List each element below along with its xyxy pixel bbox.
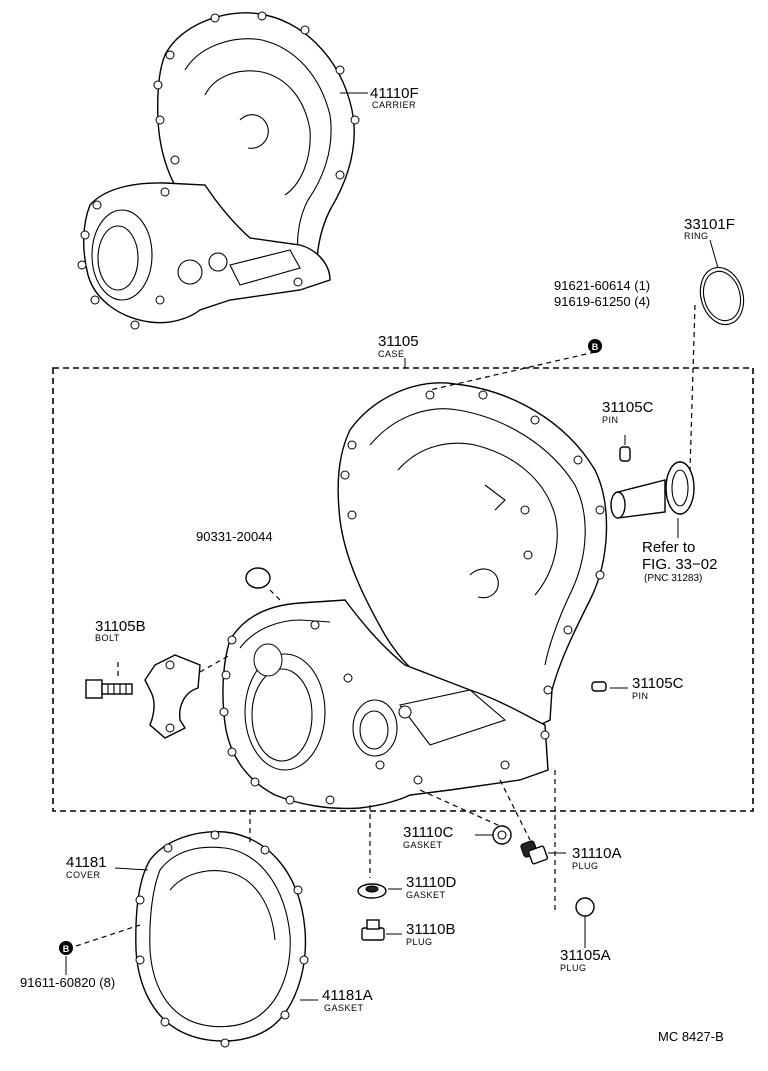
- figure-code: MC 8427-B: [658, 1029, 724, 1044]
- label-bolt: 31105B BOLT: [95, 618, 146, 643]
- part-number: 31105A: [560, 947, 611, 964]
- part-description: GASKET: [406, 890, 446, 900]
- label-pin-top: 31105C PIN: [602, 399, 654, 425]
- refer-line-2: FIG. 33−02: [642, 556, 717, 573]
- part-description: RING: [684, 231, 709, 241]
- refer-line-3: (PNC 31283): [644, 573, 702, 584]
- part-number: 41181A: [322, 987, 373, 1004]
- part-number: 31110D: [406, 874, 456, 891]
- part-number: 33101F: [684, 216, 735, 233]
- part-description: CASE: [378, 349, 405, 359]
- label-plug-b: 31110B PLUG: [406, 921, 456, 947]
- part-number: 41181: [66, 854, 107, 871]
- part-number: 31110C: [403, 824, 453, 841]
- part-number: 41110F: [370, 85, 419, 102]
- label-cover: 41181 COVER: [66, 854, 107, 880]
- part-description: CARRIER: [372, 100, 416, 110]
- svg-text:B: B: [63, 944, 70, 954]
- label-refer: Refer to FIG. 33−02 (PNC 31283): [642, 539, 717, 584]
- leader-lines: [65, 92, 696, 1001]
- bolt-ref-line-2: 91619-61250 (4): [554, 294, 650, 309]
- plug-31110b-illustration: [361, 919, 385, 941]
- svg-text:B: B: [592, 342, 599, 352]
- part-description: PLUG: [406, 937, 433, 947]
- label-pin-right: 31105C PIN: [632, 675, 684, 701]
- label-case: 31105 CASE: [378, 333, 419, 359]
- label-gasket-181a: 41181A GASKET: [322, 987, 373, 1013]
- pin-right-illustration: [591, 681, 607, 692]
- cover-illustration: [135, 830, 309, 1048]
- label-carrier: 41110F CARRIER: [370, 85, 419, 110]
- plug-90331-illustration: [245, 567, 271, 589]
- part-number: 31105: [378, 333, 419, 350]
- part-description: PLUG: [572, 861, 599, 871]
- part-description: BOLT: [95, 633, 120, 643]
- part-number: 31105B: [95, 618, 146, 635]
- marker-b-top: B: [588, 339, 602, 353]
- ring-illustration: [699, 266, 745, 326]
- case-illustration: [219, 382, 608, 810]
- plug-31105a-illustration: [575, 897, 595, 917]
- part-description: PIN: [632, 691, 649, 701]
- part-description: PIN: [602, 415, 619, 425]
- label-plug-105a: 31105A PLUG: [560, 947, 611, 973]
- gasket-31110d-illustration: [357, 883, 387, 899]
- part-description: PLUG: [560, 963, 587, 973]
- case-group-frame: [52, 367, 754, 812]
- bearing-cap-illustration: [144, 654, 201, 739]
- part-number: 31110A: [572, 845, 622, 862]
- oil-seal-illustration: [610, 461, 695, 519]
- label-ring: 33101F RING: [684, 216, 735, 241]
- pin-top-illustration: [619, 446, 631, 462]
- label-cover-bolt: 91611-60820 (8): [20, 975, 115, 990]
- bolt-illustration: [85, 679, 133, 699]
- part-number: 31105C: [632, 675, 684, 692]
- part-description: COVER: [66, 870, 101, 880]
- part-number: 90331-20044: [196, 529, 273, 544]
- part-number: 31105C: [602, 399, 654, 416]
- part-description: GASKET: [324, 1003, 364, 1013]
- part-description: GASKET: [403, 840, 443, 850]
- label-gasket-c: 31110C GASKET: [403, 824, 453, 850]
- label-plug-a: 31110A PLUG: [572, 845, 622, 871]
- gasket-31110c-illustration: [492, 825, 512, 845]
- plug-31110a-illustration: [520, 840, 549, 865]
- part-number: 31110B: [406, 921, 456, 938]
- marker-b-bottom: B: [59, 941, 73, 955]
- label-gasket-d: 31110D GASKET: [406, 874, 456, 900]
- label-bolt-refs: 91621-60614 (1) 91619-61250 (4): [554, 278, 650, 309]
- carrier-illustration: [77, 11, 360, 330]
- bolt-ref-line-1: 91621-60614 (1): [554, 278, 650, 293]
- refer-line-1: Refer to: [642, 539, 695, 556]
- part-number: 91611-60820 (8): [20, 975, 115, 990]
- label-90331: 90331-20044: [196, 529, 273, 544]
